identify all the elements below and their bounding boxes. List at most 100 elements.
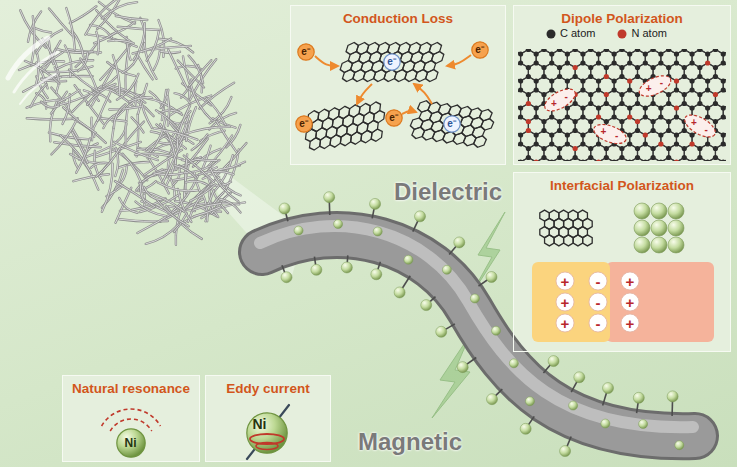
fiber [147,31,159,60]
graphene-sheet [304,101,386,152]
nickel-particle [525,397,534,406]
lattice-atom [689,51,694,56]
lattice-atom [682,49,687,52]
lattice-atom [666,65,671,70]
lattice-atom [650,155,655,160]
lattice-atom [588,119,593,124]
legend: C atomN atom [546,28,667,39]
lattice-atom [619,65,624,70]
lattice-atom [674,132,679,137]
lattice-atom [713,146,718,151]
lattice-atom [612,78,617,83]
fiber-highlight [181,127,229,136]
lattice-atom [573,119,578,124]
fiber-highlight [178,189,192,222]
nickel-particle [442,265,451,274]
lattice-atom [596,114,601,119]
lattice-atom [526,65,531,70]
lattice-atom [689,78,694,83]
fiber [140,183,144,201]
fiber [158,183,198,191]
nickel-particle [334,220,343,229]
lattice-atom [705,159,710,161]
lattice-atom [565,132,570,137]
particle-symbol: Ni [253,417,267,431]
charge-circle [589,314,607,332]
carbon-ring [319,136,331,150]
lattice-atom [549,78,554,83]
lattice-atom [682,92,687,97]
lattice-atom [689,132,694,137]
doped-lattice [518,49,726,161]
carbon-ring [554,235,564,246]
lattice-atom [627,60,632,65]
lattice-atom [627,105,632,110]
lattice-atom [557,128,562,133]
electron-hop-arrow [447,55,471,66]
lattice-atom [549,114,554,119]
lattice-atom [596,51,601,56]
lattice-atom [580,87,585,92]
fiber [175,93,191,103]
fiber-highlight [66,8,75,50]
lattice-atom [721,105,726,110]
particle-symbol: Ni [125,437,137,449]
fiber [206,98,225,125]
fiber-highlight [147,31,159,60]
phase-zone [606,262,714,342]
fiber-highlight [129,97,152,101]
fiber [175,166,196,178]
lattice-atom [674,114,679,119]
phase-zone [532,262,610,342]
particle-symbol: e⁻ [475,45,484,55]
lattice-atom [635,155,640,160]
lattice-atom [689,141,694,146]
fiber-highlight [208,136,232,167]
lattice-atom [541,49,546,52]
lattice-atom [588,92,593,97]
panel-title: Eddy current [206,381,330,397]
lattice-atom [689,87,694,92]
lattice-atom [596,60,601,65]
lattice-atom [666,128,671,133]
lattice-atom [557,65,562,70]
fiber [192,135,208,151]
fiber-highlight [219,162,246,170]
lattice-atom [643,159,648,161]
nickel-particle [436,326,447,337]
fiber [206,191,214,211]
lattice-atom [658,114,663,119]
fiber [58,90,79,102]
carbon-ring [573,235,583,246]
fiber [208,136,232,167]
lattice-atom [619,101,624,106]
fiber [168,96,169,125]
lattice-atom [682,74,687,79]
lattice-atom [635,101,640,106]
lattice-atom [721,51,726,56]
fiber-highlight [116,16,148,20]
graphene-sheet [336,43,447,82]
lattice-atom [518,114,523,119]
lattice-atom [627,51,632,56]
lattice-atom [580,114,585,119]
fiber [99,2,135,24]
lattice-atom [526,92,531,97]
fiber [181,127,229,136]
lattice-atom [549,132,554,137]
nickel-particle [634,220,650,236]
fiber [150,118,165,152]
lattice-atom [518,159,523,161]
legend-text: C atom [560,28,595,39]
fiber-highlight [193,204,221,211]
loss-type-label: Dielectric [394,180,502,204]
lattice-atom [565,114,570,119]
tube-edge [262,235,695,436]
mechanism-panel: Interfacial Polarization [513,172,731,352]
resonance-wave [102,409,161,426]
fiber [31,16,34,65]
fiber [141,97,182,115]
fiber-highlight [118,27,161,30]
lattice-atom [518,141,523,146]
nickel-particle [404,255,413,264]
